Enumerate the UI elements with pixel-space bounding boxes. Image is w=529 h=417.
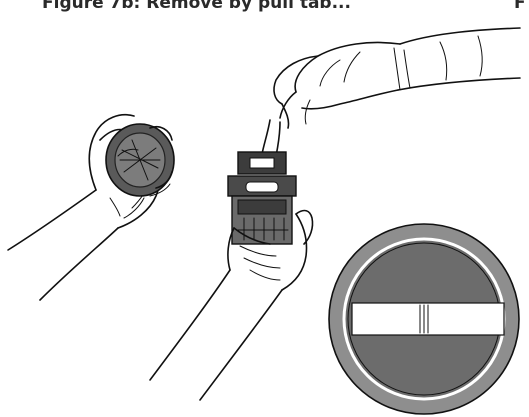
- filter-closeup-detail: [329, 224, 519, 414]
- left-hand-with-filter-illustration: [8, 115, 174, 300]
- gloved-hand-pulling-tab-illustration: [262, 28, 520, 156]
